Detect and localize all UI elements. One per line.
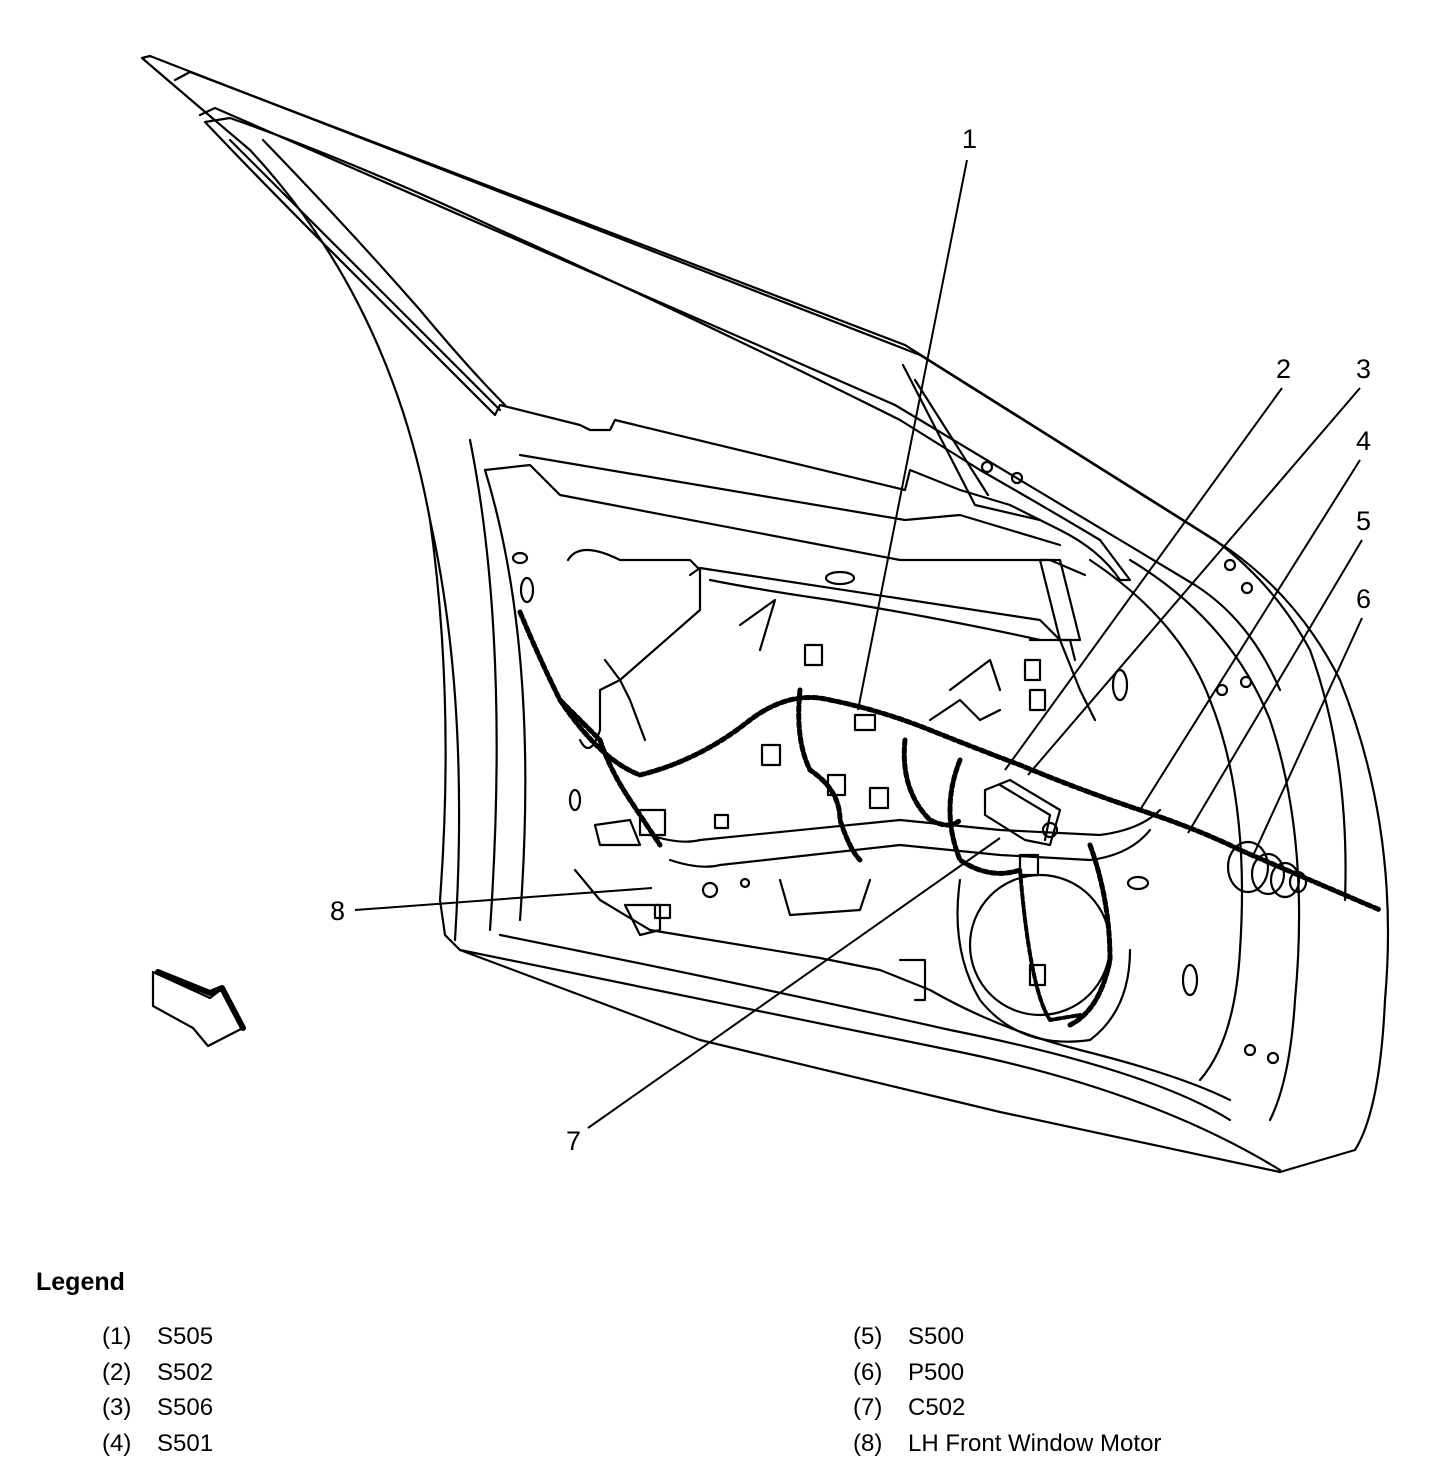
legend-item: (3) S506 bbox=[102, 1390, 213, 1426]
grommet-p500 bbox=[1226, 840, 1270, 894]
direction-arrow-icon bbox=[151, 970, 245, 1048]
callout-1: 1 bbox=[962, 124, 977, 154]
inner-panel-opening-left bbox=[566, 548, 702, 750]
leader-line-4 bbox=[1139, 459, 1361, 811]
leader-line-3 bbox=[1027, 387, 1361, 776]
callout-7: 7 bbox=[566, 1126, 581, 1156]
callout-3: 3 bbox=[1356, 354, 1371, 384]
leader-line-5 bbox=[1187, 539, 1363, 834]
legend-item-label: C502 bbox=[908, 1394, 966, 1421]
legend-item: (8) LH Front Window Motor bbox=[853, 1426, 1161, 1462]
legend-column-right: (5) S500 (6) P500 (7) C502 (8) LH Front Wind… bbox=[853, 1319, 1161, 1461]
legend: Legend (1) S505 (2) S502 (3) S506 (4) S501 (… bbox=[36, 1265, 1416, 1457]
wiring-harness bbox=[517, 609, 1383, 913]
legend-item-number: (6) bbox=[853, 1358, 883, 1386]
callout-5: 5 bbox=[1356, 506, 1371, 536]
legend-item-label: S506 bbox=[157, 1394, 214, 1421]
legend-item: (1) S505 bbox=[102, 1319, 213, 1355]
legend-item-label: LH Front Window Motor bbox=[908, 1429, 1162, 1457]
legend-item-number: (1) bbox=[102, 1323, 132, 1350]
leader-line-1 bbox=[857, 159, 968, 711]
leader-line-8 bbox=[354, 887, 653, 911]
legend-item-number: (3) bbox=[102, 1394, 132, 1421]
legend-item: (4) S501 bbox=[102, 1426, 213, 1462]
legend-title: Legend bbox=[36, 1268, 125, 1296]
legend-item-label: S505 bbox=[157, 1323, 214, 1350]
window-frame-inner bbox=[173, 70, 1347, 902]
callout-4: 4 bbox=[1356, 426, 1371, 456]
legend-item-number: (7) bbox=[853, 1394, 883, 1421]
callout-8: 8 bbox=[330, 896, 345, 926]
legend-item: (7) C502 bbox=[853, 1390, 1161, 1426]
legend-item: (6) P500 bbox=[853, 1355, 1161, 1391]
leader-line-7 bbox=[587, 837, 1001, 1129]
legend-item-number: (5) bbox=[853, 1323, 883, 1350]
legend-item-label: S502 bbox=[157, 1358, 214, 1386]
legend-item-label: P500 bbox=[908, 1358, 965, 1386]
legend-item-number: (2) bbox=[102, 1358, 132, 1386]
legend-column-left: (1) S505 (2) S502 (3) S506 (4) S501 bbox=[102, 1319, 213, 1461]
leader-line-6 bbox=[1251, 617, 1363, 859]
legend-item: (2) S502 bbox=[102, 1355, 213, 1391]
leader-line-2 bbox=[1004, 387, 1283, 771]
window-glass-opening bbox=[203, 116, 1132, 582]
legend-item-number: (4) bbox=[102, 1429, 132, 1457]
legend-item-number: (8) bbox=[853, 1429, 883, 1457]
window-motor-body bbox=[983, 778, 1062, 847]
legend-item-label: S500 bbox=[908, 1323, 965, 1350]
door-wiring-diagram: 1 2 3 4 5 6 7 8 bbox=[140, 54, 1390, 1174]
callout-6: 6 bbox=[1356, 584, 1371, 614]
callout-2: 2 bbox=[1276, 354, 1291, 384]
door-outer-frame bbox=[140, 54, 1390, 1174]
legend-item-label: S501 bbox=[157, 1429, 214, 1457]
legend-item: (5) S500 bbox=[853, 1319, 1161, 1355]
